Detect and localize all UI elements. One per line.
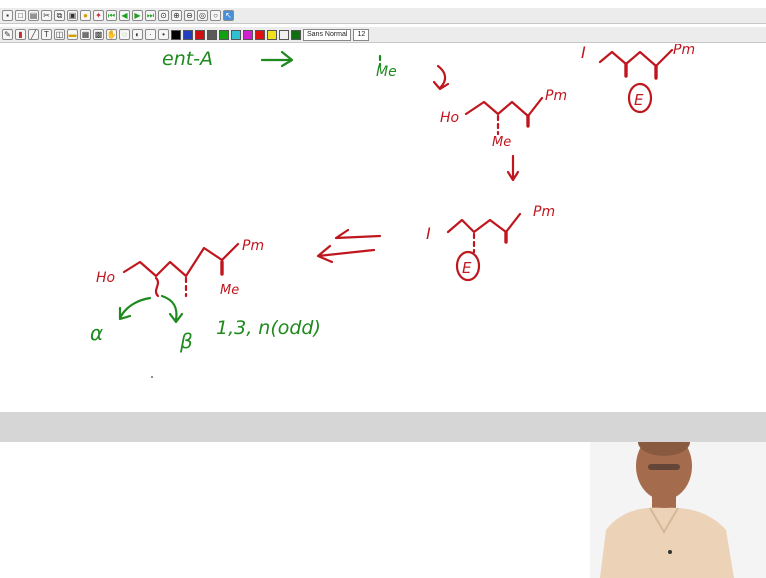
curved-arrow-down [432, 64, 450, 91]
E-label-top: E [634, 91, 644, 109]
left-me-label: Me [220, 283, 239, 298]
line-icon[interactable]: ╱ [28, 29, 39, 40]
select-icon[interactable]: ↖ [223, 10, 234, 21]
color-swatch[interactable] [243, 29, 253, 40]
save-icon[interactable]: ▪ [2, 10, 13, 21]
whiteboard-canvas[interactable]: ent-A Me I Pm E Ho Pm Me I Pm E Ho [0, 42, 766, 412]
color-swatch[interactable] [267, 29, 277, 40]
pen-icon[interactable]: ✎ [2, 29, 13, 40]
ink-drawing: ent-A Me I Pm E Ho Pm Me I Pm E Ho [90, 42, 695, 378]
circle-E-top [627, 82, 653, 114]
top-wedges [624, 62, 658, 80]
I-label-lower: I [426, 224, 431, 243]
rule-label: 1,3, n(odd) [216, 317, 321, 339]
color-swatch[interactable] [171, 29, 181, 40]
copy-icon[interactable]: ⧉ [54, 10, 65, 21]
color-swatch[interactable] [291, 29, 301, 40]
main-toolbar: ▪ □ ▤ ✂ ⧉ ▣ ● ✦ ⏮ ◀ ▶ ⏭ ⊙ ⊕ ⊖ ◎ ○ ↖ [0, 8, 766, 24]
beta-label: β [179, 329, 193, 353]
arrow-down [506, 154, 520, 182]
color-swatch[interactable] [183, 29, 193, 40]
next-page-area [0, 442, 766, 578]
color-icon[interactable]: ◐ [132, 29, 143, 40]
top-right-label: Pm [673, 44, 695, 58]
color-swatch[interactable] [195, 29, 205, 40]
grid-icon[interactable]: ▦ [80, 29, 91, 40]
pen-toolbar: ✎ ▮ ╱ T ◫ ▬ ▦ ▩ ✋ ◌ ◐ · • Sans Normal 12 [0, 27, 766, 43]
alpha-label: α [90, 321, 103, 345]
left-HO-label: Ho [96, 270, 115, 286]
pm-label: Pm [545, 88, 567, 104]
stray-dot [151, 376, 153, 378]
hand-icon[interactable]: ✋ [106, 29, 117, 40]
zoom-fit-icon[interactable]: ⊙ [158, 10, 169, 21]
middle-zigzag [464, 96, 544, 118]
E-label-lower: E [462, 259, 472, 277]
lower-zigzag [446, 212, 522, 234]
me-label-middle: Me [492, 135, 511, 150]
font-size-select[interactable]: 12 [353, 28, 370, 41]
zoom-out-icon[interactable]: ⊖ [184, 10, 195, 21]
color-swatch[interactable] [279, 29, 289, 40]
highlighter-icon[interactable]: ▮ [15, 29, 26, 40]
font-name-select[interactable]: Sans Normal [303, 28, 352, 41]
first-page-icon[interactable]: ⏮ [106, 10, 117, 21]
alpha-arrow [118, 296, 152, 321]
open-icon[interactable]: ▤ [28, 10, 39, 21]
dot-large-icon[interactable]: • [158, 29, 169, 40]
cut-icon[interactable]: ✂ [41, 10, 52, 21]
new-icon[interactable]: □ [15, 10, 26, 21]
HO-label: Ho [440, 110, 459, 126]
lasso-icon[interactable]: ◌ [119, 29, 130, 40]
prev-page-icon[interactable]: ◀ [119, 10, 130, 21]
wavy-bond [154, 276, 160, 298]
eraser-icon[interactable]: ▬ [67, 29, 78, 40]
ent-label: ent-A [162, 48, 213, 70]
color-swatch[interactable] [231, 29, 241, 40]
dot-small-icon[interactable]: · [145, 29, 156, 40]
pm-label-lower: Pm [533, 204, 555, 220]
color-swatch[interactable] [219, 29, 229, 40]
double-arrow-left [316, 228, 382, 264]
top-I-label: I [581, 44, 586, 62]
page-separator [0, 412, 766, 442]
beta-arrow [160, 294, 184, 324]
zoom-page-icon[interactable]: ◎ [197, 10, 208, 21]
pin-icon[interactable]: ✦ [93, 10, 104, 21]
text-icon[interactable]: T [41, 29, 52, 40]
presenter-video [590, 442, 766, 578]
paste-icon[interactable]: ▣ [67, 10, 78, 21]
me-label-top: Me [376, 64, 397, 80]
circle-E-lower [455, 250, 481, 282]
color-palette [171, 29, 301, 40]
color-swatch[interactable] [255, 29, 265, 40]
shape-icon[interactable]: ◫ [54, 29, 65, 40]
arrow-right-top [260, 50, 294, 68]
marker-icon[interactable]: ● [80, 10, 91, 21]
zoom-width-icon[interactable]: ○ [210, 10, 221, 21]
left-zigzag [122, 242, 240, 278]
top-zigzag [598, 48, 674, 68]
image-icon[interactable]: ▩ [93, 29, 104, 40]
left-pm-label: Pm [242, 238, 264, 254]
color-swatch[interactable] [207, 29, 217, 40]
zoom-in-icon[interactable]: ⊕ [171, 10, 182, 21]
next-page-icon[interactable]: ▶ [132, 10, 143, 21]
last-page-icon[interactable]: ⏭ [145, 10, 156, 21]
